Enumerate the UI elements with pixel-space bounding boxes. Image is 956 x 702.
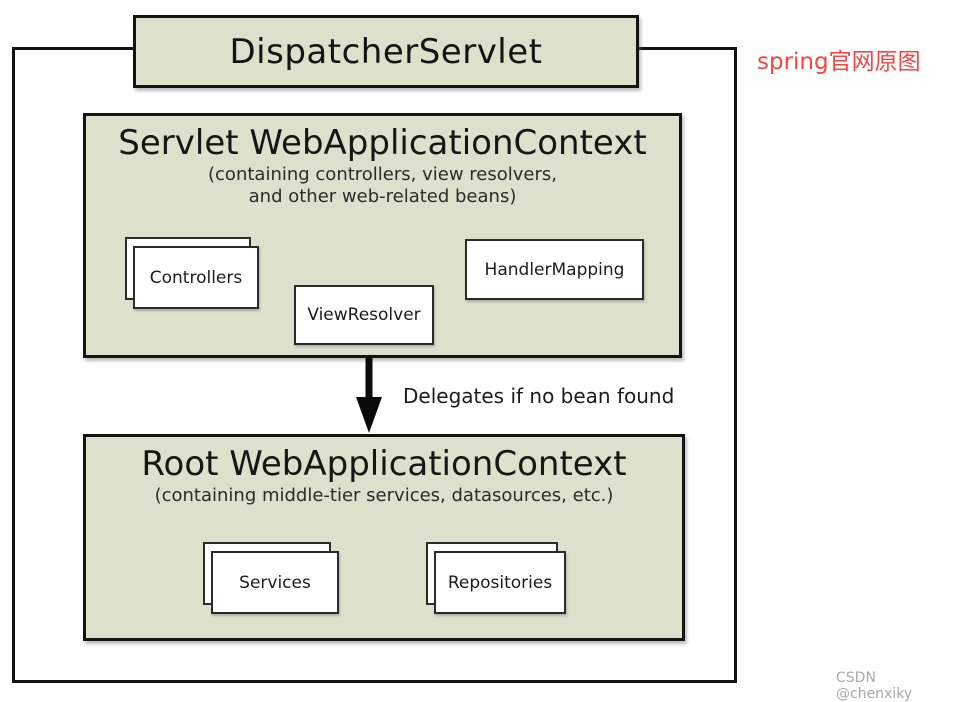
repositories-box: Repositories: [434, 551, 566, 614]
dispatcher-servlet-title: DispatcherServlet: [229, 31, 543, 72]
handlermapping-box: HandlerMapping: [465, 239, 644, 300]
csdn-watermark: CSDN @chenxiky: [836, 670, 913, 702]
repositories-stack: Repositories: [426, 542, 566, 614]
controllers-box: Controllers: [133, 246, 259, 309]
servlet-context-subtitle-line1: (containing controllers, view resolvers,: [208, 163, 557, 185]
delegates-arrow-label: Delegates if no bean found: [403, 384, 675, 408]
servlet-context-subtitle-line2: and other web-related beans): [248, 186, 517, 208]
spring-docs-source-annotation: spring官网原图: [757, 49, 921, 75]
root-webapplicationcontext-box: Root WebApplicationContext (containing m…: [83, 434, 685, 641]
services-box: Services: [211, 551, 339, 614]
viewresolver-box: ViewResolver: [294, 285, 434, 345]
dispatcher-servlet-box: DispatcherServlet: [133, 15, 639, 88]
root-context-subtitle: (containing middle-tier services, dataso…: [154, 484, 614, 506]
services-stack: Services: [203, 542, 339, 614]
root-context-title: Root WebApplicationContext: [141, 444, 627, 484]
controllers-stack: Controllers: [125, 237, 259, 309]
delegates-arrow-icon: [356, 358, 382, 433]
servlet-context-title: Servlet WebApplicationContext: [118, 123, 647, 163]
